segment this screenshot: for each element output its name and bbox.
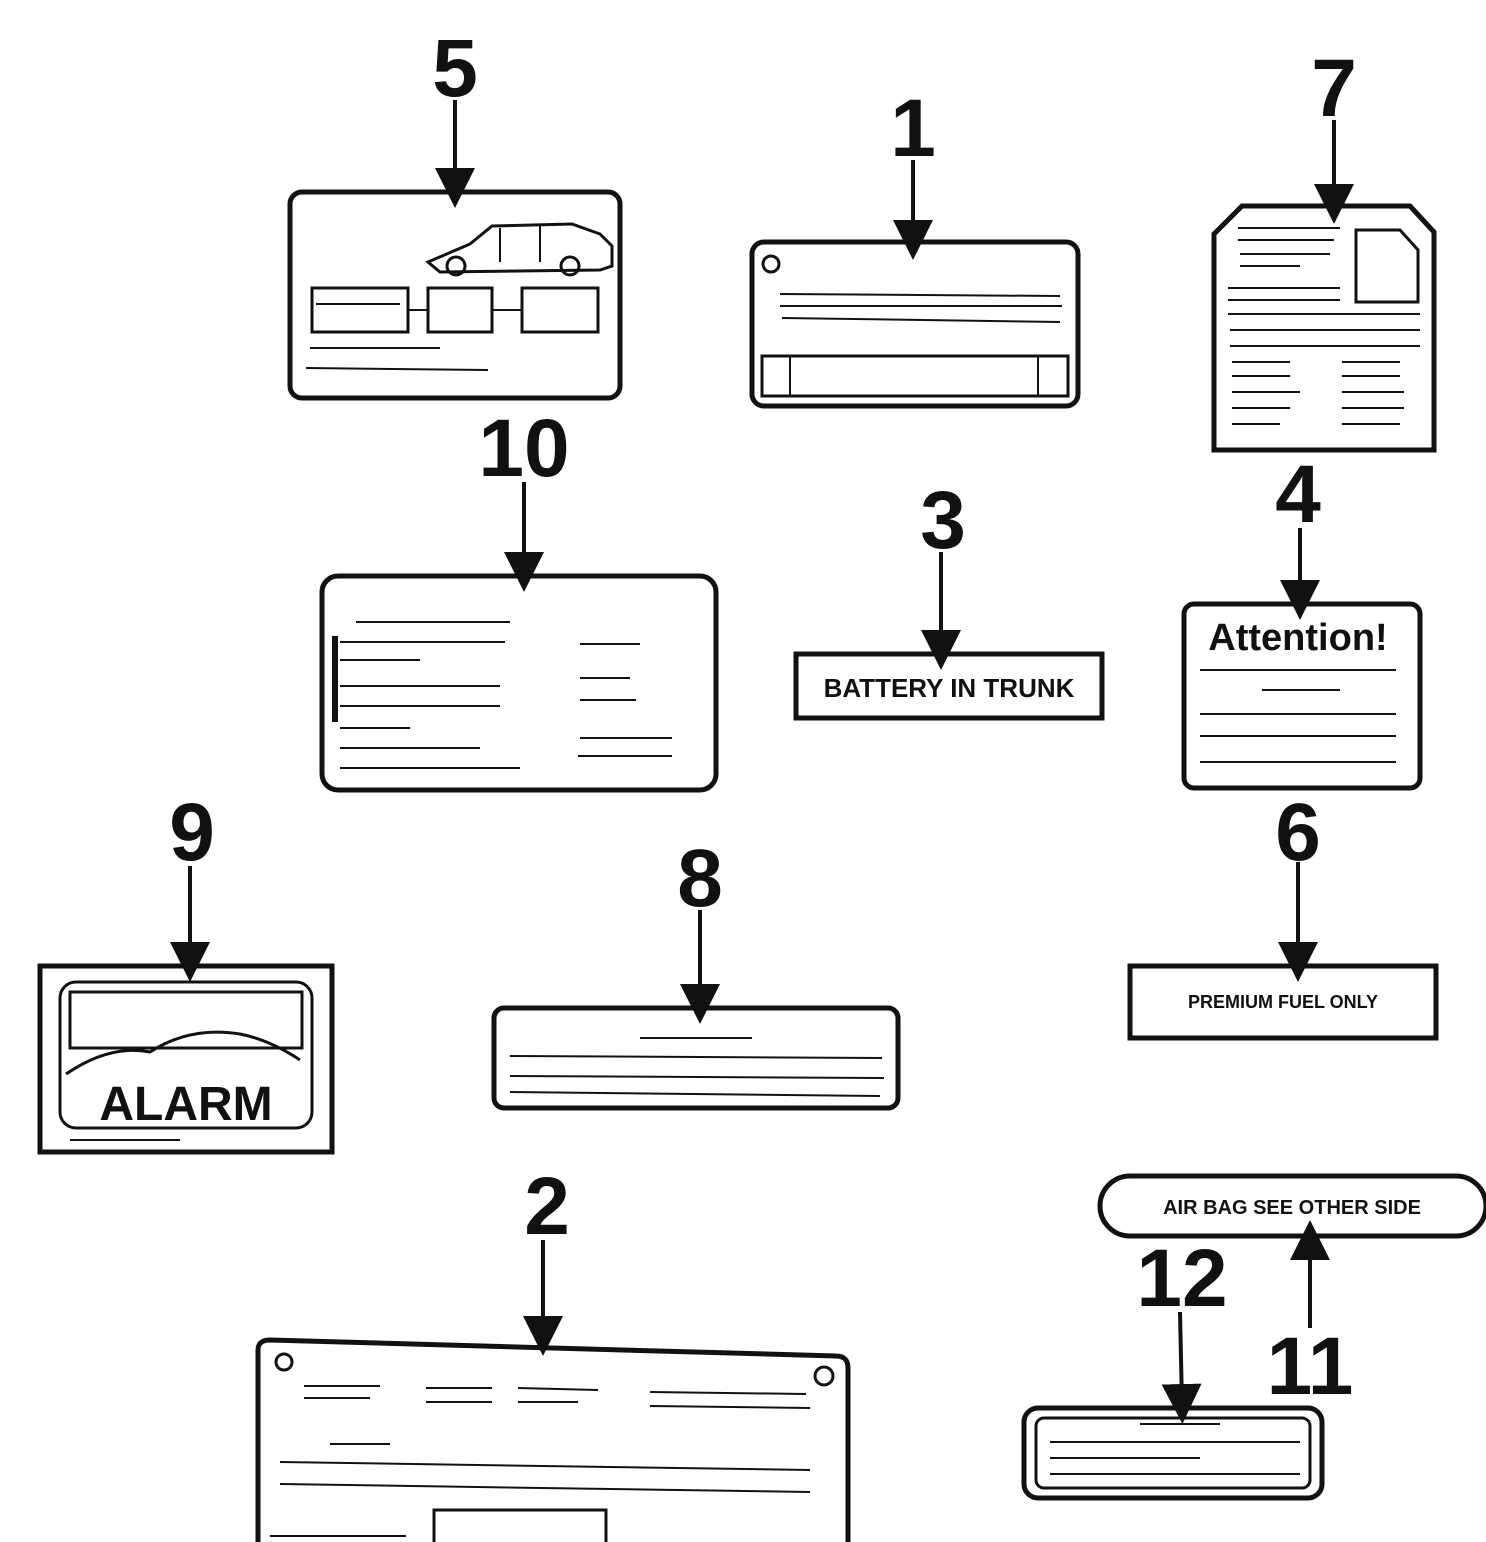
label-12-small-plate xyxy=(1021,1405,1325,1501)
label-5-vehicle-diagram xyxy=(287,189,623,401)
air-bag-text: AIR BAG SEE OTHER SIDE xyxy=(1163,1197,1421,1219)
label-3-battery-in-trunk: BATTERY IN TRUNK xyxy=(793,651,1105,721)
label-9-alarm: ALARM xyxy=(37,963,335,1155)
attention-heading: Attention! xyxy=(1208,617,1387,659)
callout-8: 8 xyxy=(677,833,723,924)
battery-label-text: BATTERY IN TRUNK xyxy=(824,673,1075,703)
callout-6: 6 xyxy=(1275,787,1321,878)
callout-9: 9 xyxy=(169,787,215,878)
label-6-premium-fuel: PREMIUM FUEL ONLY xyxy=(1127,963,1439,1041)
callout-1: 1 xyxy=(890,83,936,174)
car-icon xyxy=(425,222,614,277)
callout-10: 10 xyxy=(478,403,569,494)
callout-11: 11 xyxy=(1267,1321,1354,1412)
label-11-air-bag: AIR BAG SEE OTHER SIDE xyxy=(1097,1173,1486,1239)
callout-7: 7 xyxy=(1311,43,1357,134)
callout-5: 5 xyxy=(432,23,478,114)
callout-numbers: 5 1 7 10 3 4 6 9 8 2 12 11 xyxy=(169,23,1357,1412)
label-2-plate xyxy=(255,1337,851,1542)
alarm-text: ALARM xyxy=(99,1078,272,1131)
label-10-specification xyxy=(319,573,719,793)
leader-lines xyxy=(170,100,1354,1424)
label-1-plate xyxy=(749,239,1081,409)
callout-4: 4 xyxy=(1275,449,1321,540)
label-4-attention: Attention! xyxy=(1181,601,1423,791)
callout-2: 2 xyxy=(524,1161,570,1252)
callout-12: 12 xyxy=(1136,1233,1227,1324)
premium-fuel-text: PREMIUM FUEL ONLY xyxy=(1188,992,1378,1012)
callout-3: 3 xyxy=(920,475,966,566)
label-7-document xyxy=(1211,203,1437,453)
label-8-strip xyxy=(491,1005,901,1111)
